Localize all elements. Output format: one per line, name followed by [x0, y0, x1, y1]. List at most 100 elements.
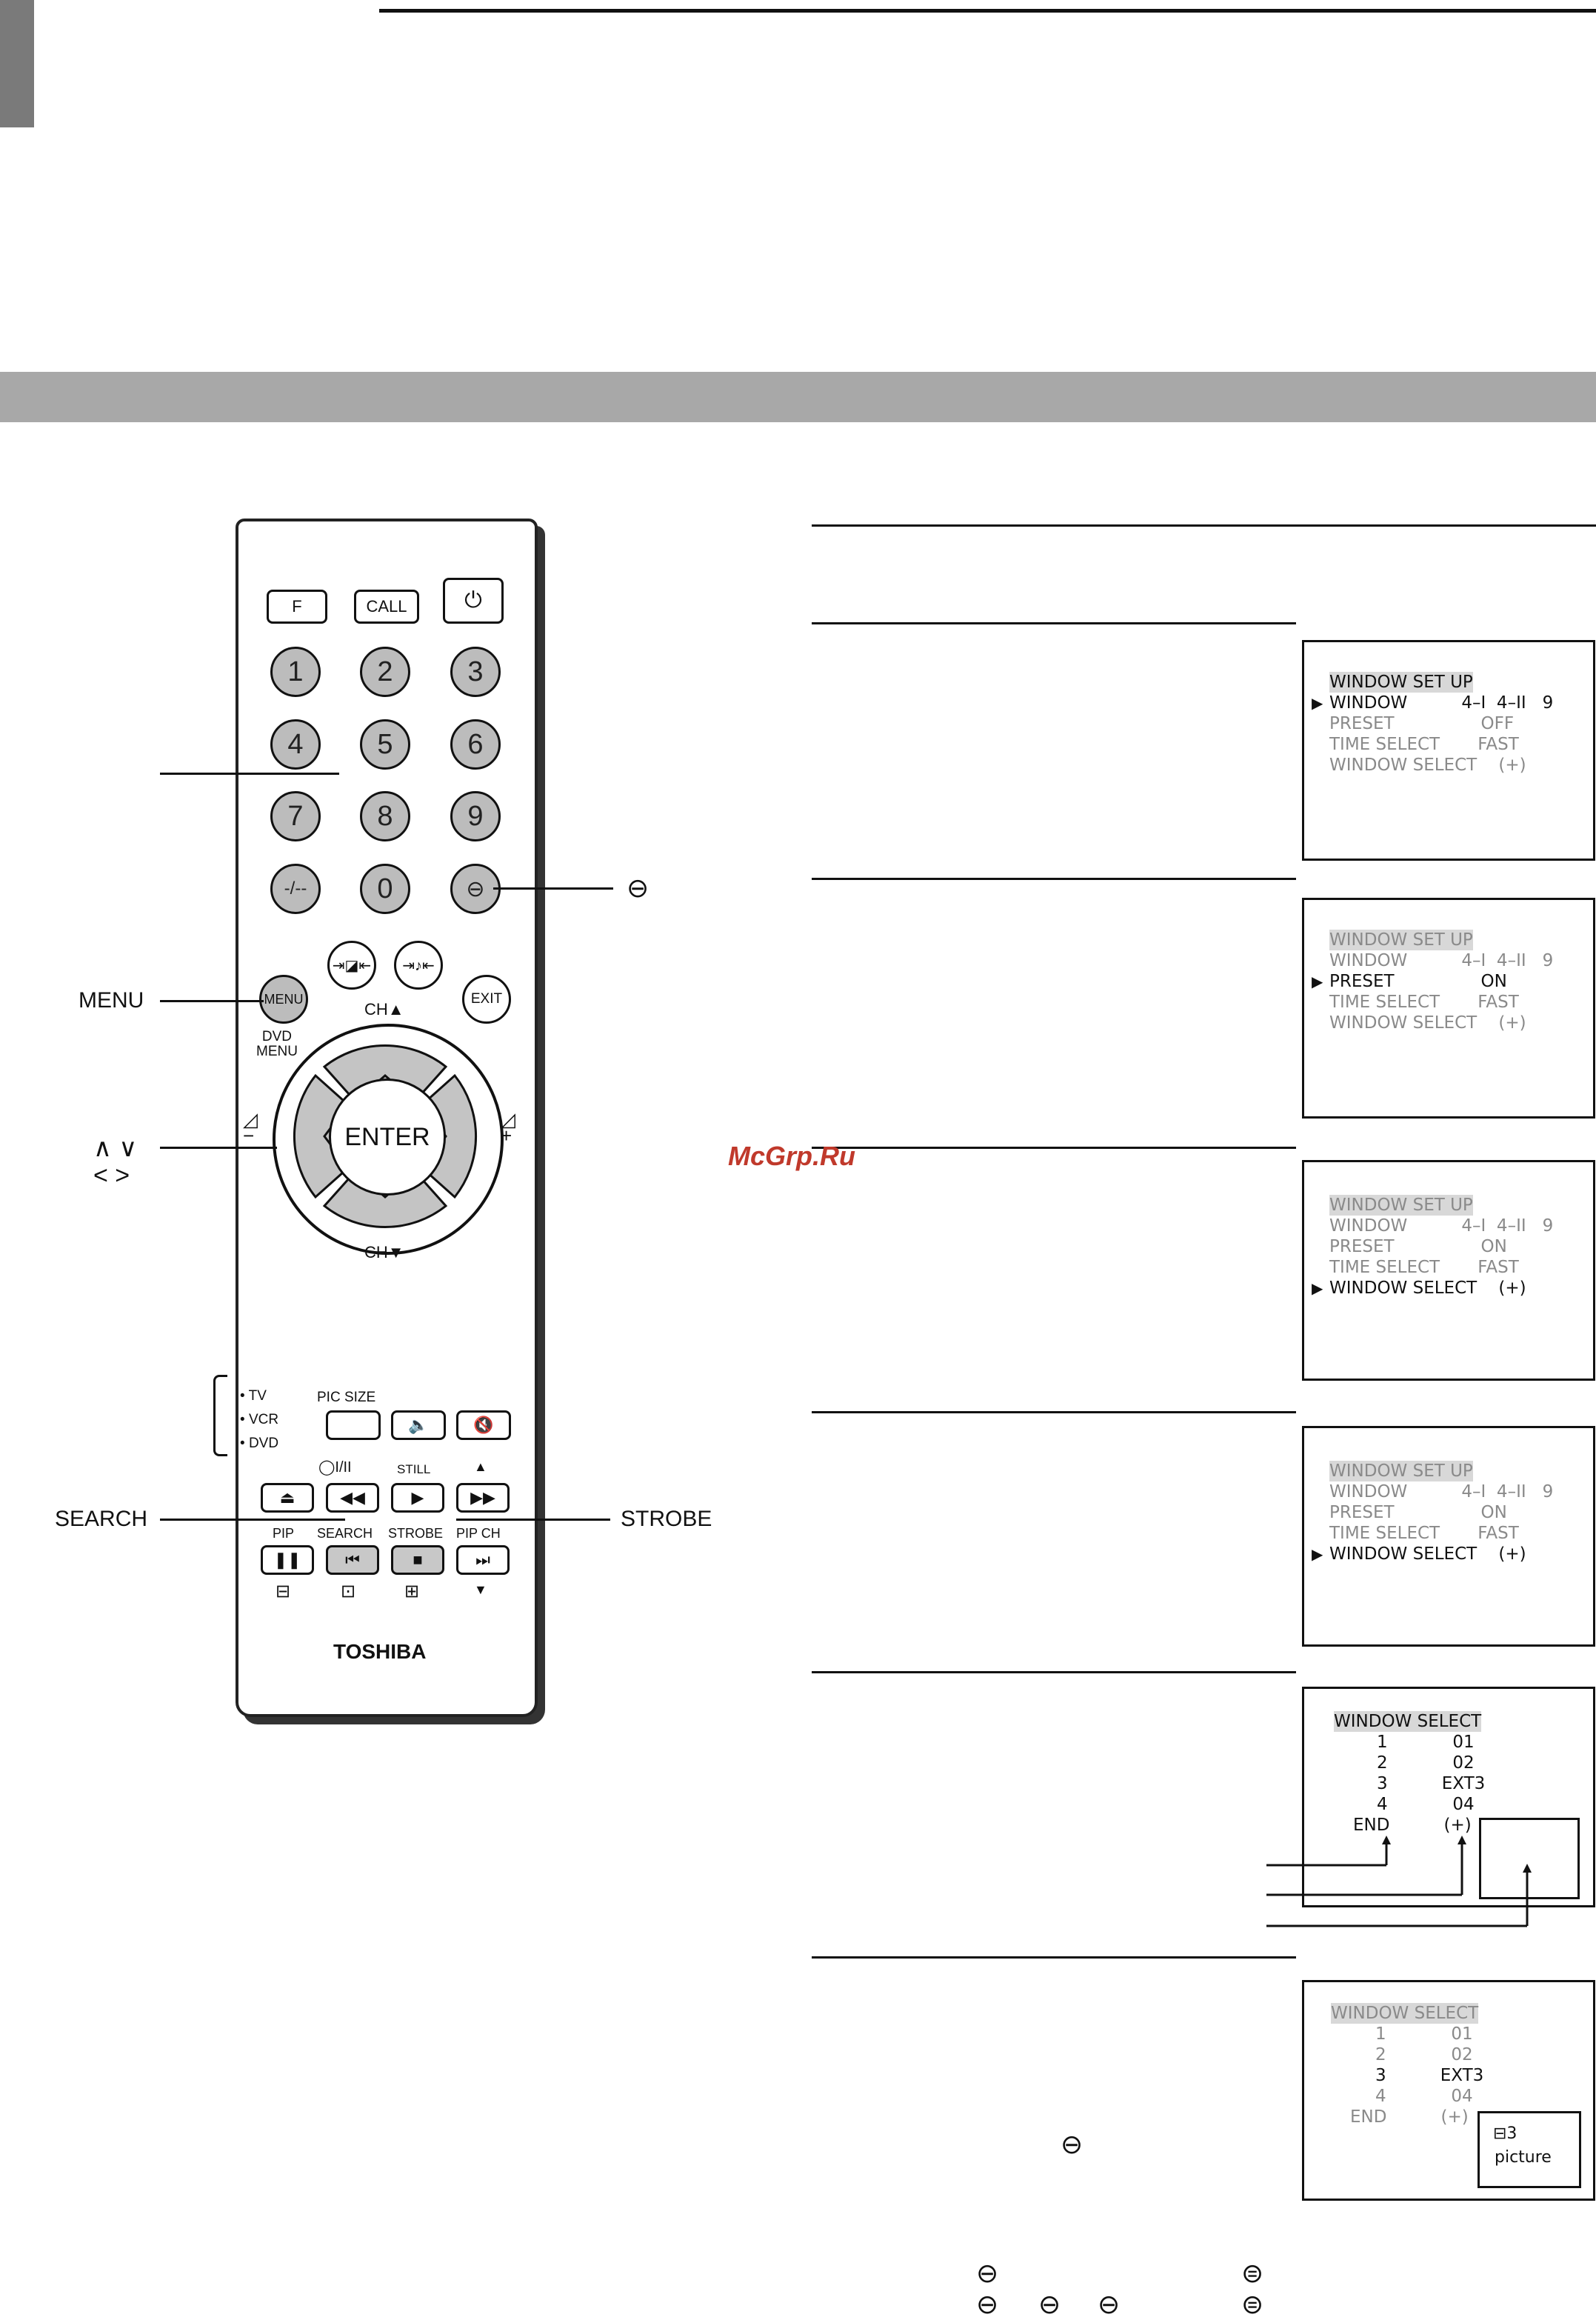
input-icon: ⊖	[976, 2289, 999, 2319]
arrow-head-icon	[1523, 1864, 1532, 1873]
search-callout: SEARCH	[55, 1507, 148, 1531]
down-triangle-label: ▼	[474, 1582, 487, 1597]
digit-2-button[interactable]: 2	[360, 647, 410, 697]
step-rule	[812, 524, 1596, 527]
pip-label: PIP	[273, 1526, 295, 1541]
search-label: SEARCH	[317, 1526, 373, 1541]
pip-icon: ⊟	[276, 1581, 291, 1601]
search-button[interactable]: ⏮	[326, 1545, 379, 1575]
freeze-icon: ⇥◪⇤	[332, 957, 372, 974]
rewind-icon: ◀◀	[340, 1488, 365, 1507]
f-button[interactable]: F	[267, 590, 327, 624]
rewind-button[interactable]: ◀◀	[326, 1483, 379, 1513]
digit-6-button[interactable]: 6	[450, 719, 501, 770]
stop-icon: ■	[413, 1550, 423, 1569]
pic-size-label: PIC SIZE	[317, 1390, 376, 1405]
arrow-head-icon	[1382, 1836, 1391, 1844]
play-icon: ▶	[411, 1488, 424, 1507]
input-icon: ⊖	[1098, 2289, 1121, 2319]
input-icon: ⊖	[1061, 2129, 1084, 2159]
digit-dash-button[interactable]: -/--	[270, 864, 321, 914]
step-rule	[812, 1411, 1296, 1413]
skip-back-icon: ⏮	[345, 1550, 360, 1569]
menu-button[interactable]: MENU	[259, 975, 308, 1024]
leader-line	[160, 1519, 345, 1521]
watermark: McGrp.Ru	[728, 1141, 856, 1171]
section-title-bar	[0, 372, 1596, 422]
call-button[interactable]: CALL	[354, 590, 419, 624]
step-rule	[812, 1956, 1296, 1959]
pointer-lines	[1266, 1836, 1532, 1927]
cursor-icon: ▶	[1312, 694, 1323, 712]
exit-button[interactable]: EXIT	[462, 975, 511, 1024]
eject-button[interactable]: ⏏	[261, 1483, 314, 1513]
strobe-callout: STROBE	[621, 1507, 712, 1531]
pip-ch-button[interactable]: ⏭	[456, 1545, 510, 1575]
strobe-icon: ⊞	[404, 1581, 420, 1601]
osd-window-setup-3: WINDOW SET UP WINDOW 4–I 4–II 9 PRESET O…	[1302, 1160, 1595, 1381]
digit-4-button[interactable]: 4	[270, 719, 321, 770]
menu-callout: MENU	[79, 988, 144, 1013]
output-icon: ⊜	[1241, 2289, 1264, 2319]
pic-size-button[interactable]	[326, 1410, 381, 1440]
play-button[interactable]: ▶	[391, 1483, 444, 1513]
digit-7-button[interactable]: 7	[270, 791, 321, 841]
digit-0-button[interactable]: 0	[360, 864, 410, 914]
ch-up-label: CH▲	[364, 1000, 404, 1019]
enter-button[interactable]: ENTER	[329, 1079, 446, 1196]
osd-window-select: WINDOW SELECT 1 01 2 02 3 EXT3 4 04 END …	[1302, 1687, 1595, 1907]
leader-line	[456, 1519, 610, 1521]
cursor-icon: ▶	[1312, 973, 1323, 990]
dvd-menu-label: DVD MENU	[256, 1029, 298, 1059]
fast-forward-button[interactable]: ▶▶	[456, 1483, 510, 1513]
strobe-label: STROBE	[388, 1526, 444, 1541]
chapter-tab	[0, 0, 34, 127]
digit-1-button[interactable]: 1	[270, 647, 321, 697]
mode-switch[interactable]	[213, 1375, 227, 1456]
leader-line	[160, 1147, 277, 1149]
skip-forward-icon: ⏭	[475, 1550, 490, 1569]
speaker-icon: 🔈	[408, 1416, 429, 1434]
search-icon: ⊡	[341, 1581, 356, 1601]
arrows-callout-top: ∧ ∨	[93, 1134, 138, 1162]
input-select-button[interactable]: ⊖	[450, 864, 501, 914]
digit-9-button[interactable]: 9	[450, 791, 501, 841]
output-icon: ⊜	[1241, 2258, 1264, 2288]
mode-dvd-label: • DVD	[240, 1436, 279, 1451]
leader-line	[160, 1000, 264, 1002]
step-rule	[812, 622, 1296, 624]
up-triangle-label: ▲	[474, 1459, 487, 1474]
swap-button[interactable]: ⇥♪⇤	[394, 941, 443, 990]
input-callout: ⊖	[627, 873, 650, 903]
power-icon: ⏻	[464, 588, 482, 613]
pause-icon: ❚❚	[273, 1550, 301, 1569]
volume-minus-label: ◿ −	[243, 1108, 258, 1147]
arrows-callout-bottom: < >	[93, 1161, 130, 1190]
input-icon: ⊖	[466, 876, 485, 901]
pip-picture-label: picture	[1495, 2148, 1552, 2167]
digit-8-button[interactable]: 8	[360, 791, 410, 841]
sub-picture-window	[1479, 1818, 1580, 1899]
step-rule	[812, 1671, 1296, 1673]
digit-3-button[interactable]: 3	[450, 647, 501, 697]
sub-picture-window: ⊟3 picture	[1478, 2111, 1581, 2188]
digit-5-button[interactable]: 5	[360, 719, 410, 770]
mute-button[interactable]: 🔇	[456, 1410, 511, 1440]
volume-plus-label: ◿ +	[501, 1108, 515, 1147]
arrow-head-icon	[1458, 1836, 1466, 1844]
pip-source-label: ⊟3	[1493, 2124, 1517, 2143]
sound-button[interactable]: 🔈	[391, 1410, 446, 1440]
ch-down-label: CH▼	[364, 1243, 404, 1261]
leader-line	[493, 887, 613, 890]
brand-logo: TOSHIBA	[333, 1640, 427, 1663]
fast-forward-icon: ▶▶	[470, 1488, 495, 1507]
eject-icon: ⏏	[279, 1488, 296, 1507]
sound-mode-label: ◯I/II	[318, 1459, 352, 1476]
leader-line	[160, 773, 339, 775]
strobe-button[interactable]: ■	[391, 1545, 444, 1575]
pause-button[interactable]: ❚❚	[261, 1545, 314, 1575]
input-icon: ⊖	[976, 2258, 999, 2288]
cursor-icon: ▶	[1312, 1279, 1323, 1297]
freeze-button[interactable]: ⇥◪⇤	[327, 941, 376, 990]
power-button[interactable]: ⏻	[443, 578, 504, 624]
